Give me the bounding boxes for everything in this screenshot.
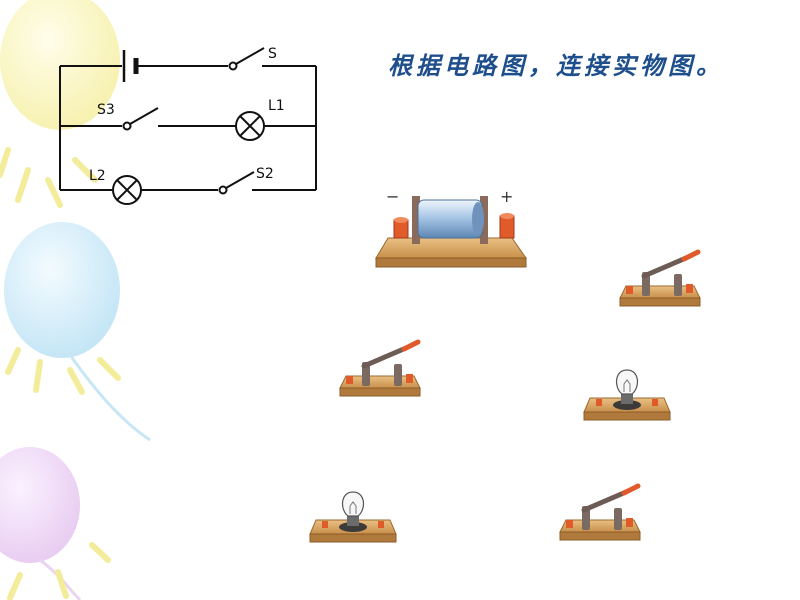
switch-blade <box>581 489 629 513</box>
purple-balloon <box>0 447 80 563</box>
bulb-screw <box>621 394 633 404</box>
switch-terminal-left[interactable] <box>626 286 633 294</box>
slide-title: 根据电路图，连接实物图。 <box>388 51 724 80</box>
switch-terminal-left[interactable] <box>346 376 353 384</box>
battery-terminal-left-top <box>394 217 408 223</box>
switch-s3-pivot <box>122 121 132 131</box>
battery-plus-label: + <box>500 187 513 206</box>
knife-switch-1[interactable] <box>619 249 701 307</box>
bulb-screw <box>347 516 359 526</box>
switch-base-front <box>559 531 641 541</box>
circuit-diagram <box>59 47 317 205</box>
label-lamp-l1: L1 <box>268 98 285 114</box>
yellow-rays <box>0 147 98 208</box>
bulb-filament <box>349 501 357 514</box>
knife-switch-2[interactable] <box>339 339 421 397</box>
battery-cell-end <box>472 202 484 236</box>
switch-post-right <box>394 364 402 386</box>
label-switch-s2: S2 <box>256 166 274 182</box>
switch-handle <box>621 483 641 496</box>
switch-handle <box>401 339 421 352</box>
bulb-terminal-right[interactable] <box>378 521 384 528</box>
bulb-terminal-right[interactable] <box>652 399 658 406</box>
bulb-on-base-2[interactable] <box>309 491 397 543</box>
switch-terminal-right[interactable] <box>686 284 693 293</box>
bulb-socket <box>339 522 367 532</box>
bulb-glass <box>616 369 638 395</box>
bulb-socket <box>613 400 641 410</box>
switch-s3-blade <box>129 107 159 125</box>
battery-base-front <box>375 257 527 268</box>
bulb-filament <box>623 379 631 392</box>
switch-s-pivot <box>228 61 238 71</box>
switch-s2-blade <box>225 171 255 189</box>
switch-blade <box>641 255 689 279</box>
yellow-balloon <box>0 0 120 130</box>
knife-switch-3[interactable] <box>559 483 641 541</box>
battery-minus-label: − <box>386 187 399 206</box>
battery-holder[interactable]: − + <box>375 187 527 268</box>
bulb-terminal-left[interactable] <box>596 399 602 406</box>
switch-terminal-left[interactable] <box>566 520 573 528</box>
switch-handle <box>681 249 701 262</box>
battery-terminal-right[interactable] <box>499 215 515 239</box>
label-lamp-l2: L2 <box>89 168 106 184</box>
switch-s-blade <box>235 47 265 65</box>
blue-balloon-string <box>68 354 151 442</box>
battery-base-top <box>375 237 527 259</box>
bulb-glass <box>342 491 364 517</box>
switch-s2-pivot <box>218 185 228 195</box>
switch-post-right <box>614 508 622 530</box>
label-switch-s3: S3 <box>97 102 115 118</box>
bulb-on-base-1[interactable] <box>583 369 671 421</box>
switch-base-front <box>619 297 701 307</box>
yellow-rays-3 <box>7 542 111 600</box>
bulb-base-front <box>309 533 397 543</box>
battery-left-bracket <box>412 196 420 244</box>
switch-terminal-right[interactable] <box>626 518 633 527</box>
switch-post-right <box>674 274 682 296</box>
switch-terminal-right[interactable] <box>406 374 413 383</box>
yellow-rays-2 <box>5 347 121 395</box>
switch-blade <box>361 345 409 369</box>
bulb-terminal-left[interactable] <box>322 521 328 528</box>
battery-right-bracket <box>480 196 488 244</box>
battery-terminal-right-top <box>500 213 514 219</box>
bulb-base-front <box>583 411 671 421</box>
blue-balloon <box>4 222 120 358</box>
switch-base-front <box>339 387 421 397</box>
background-balloons <box>0 0 151 600</box>
label-switch-s: S <box>268 46 277 62</box>
